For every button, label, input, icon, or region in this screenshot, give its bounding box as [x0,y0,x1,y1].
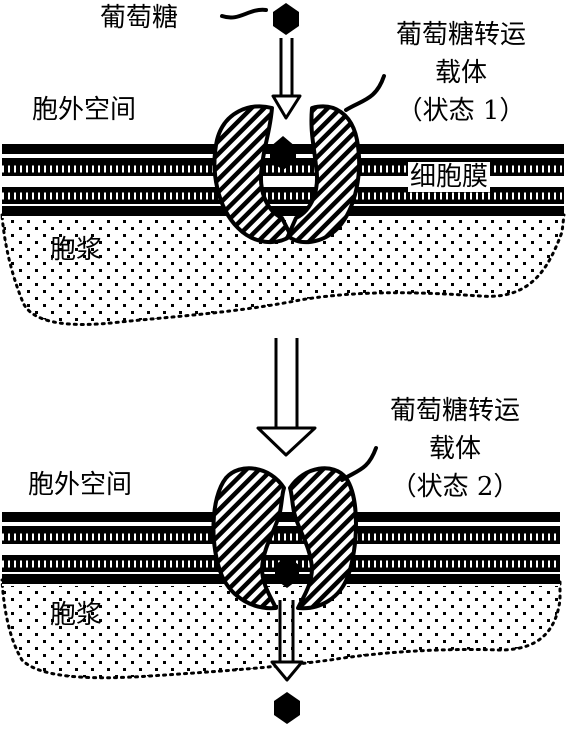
glucose-molecule-icon [273,3,299,35]
state1-carrier-leader-line [344,74,386,112]
state1-entry-arrow [271,38,302,120]
state1-glucose-bound [270,136,296,170]
state1-carrier-label-line3: （状态 1） [396,96,526,126]
state2-carrier-leader-line [340,446,378,482]
state1-carrier-right-subunit [286,104,362,245]
state1-carrier-left-subunit [212,104,293,245]
state2-exit-arrow [270,600,304,682]
state-transition-arrow [256,338,317,457]
glucose-label: 葡萄糖 [100,3,179,33]
state2-carrier-label-line3: （状态 2） [390,472,520,502]
state2-panel [0,446,562,724]
released-glucose-icon [274,692,300,724]
state1-carrier-label-line2: 载体 [434,58,487,88]
state2-carrier-left-subunit [211,466,286,611]
state2-extracellular-label: 胞外空间 [28,470,133,500]
state2-glucose-bound [275,556,299,588]
state2-carrier-label-line1: 葡萄糖转运 [389,396,520,426]
state1-carrier-label-line1: 葡萄糖转运 [395,20,526,50]
state2-cytoplasm-label: 胞浆 [50,600,103,630]
state1-membrane-label: 细胞膜 [408,162,491,192]
state1-extracellular-label: 胞外空间 [32,95,137,125]
state1-cytoplasm [0,213,566,326]
glucose-leader-line [220,7,268,20]
state1-cytoplasm-label: 胞浆 [50,235,103,265]
state2-carrier-label-line2: 载体 [428,434,481,464]
